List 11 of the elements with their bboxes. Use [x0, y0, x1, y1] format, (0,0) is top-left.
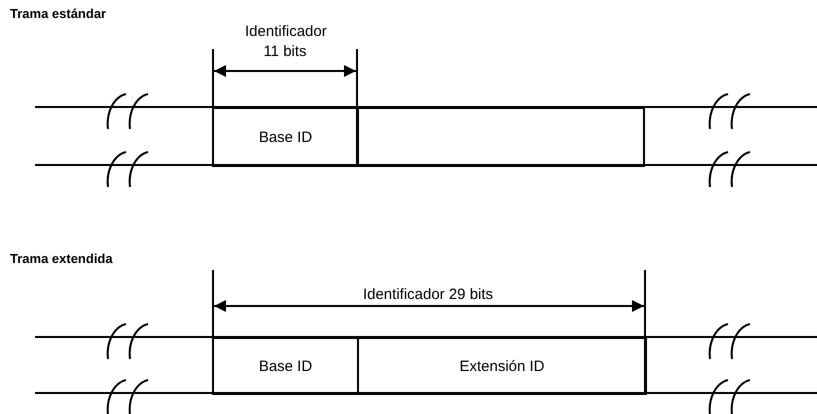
field-box — [212, 337, 359, 395]
frame-title: Trama extendida — [10, 251, 113, 266]
field-name: Extensión ID — [459, 358, 545, 374]
field-name: Base ID — [258, 358, 312, 374]
empty-field-box — [357, 107, 645, 167]
frame-title: Trama estándar — [10, 6, 106, 21]
field-name: Base ID — [258, 128, 312, 146]
field-box — [357, 337, 647, 395]
field-box — [212, 107, 359, 167]
dimension-label: Identificador 11 bits — [245, 22, 325, 62]
dimension-label: Identificador 29 bits — [362, 285, 494, 305]
